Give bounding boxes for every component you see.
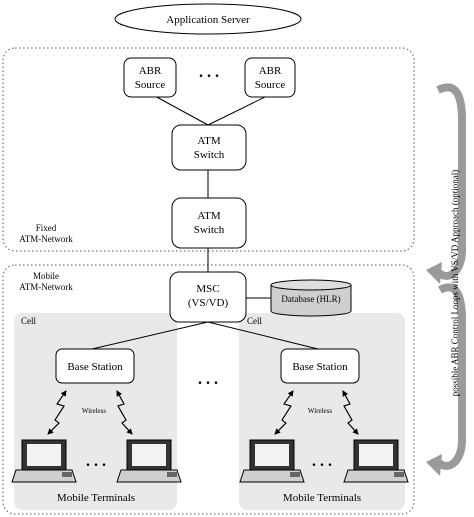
- fixed-network-label-line1: Fixed: [36, 223, 57, 233]
- cell-right-label: Cell: [247, 316, 262, 326]
- abr-source-left-line1: ABR: [139, 65, 162, 77]
- application-server-label: Application Server: [166, 14, 250, 26]
- mobile-terminals-left-label: Mobile Terminals: [57, 492, 135, 504]
- wireless-right-label: Wireless: [308, 407, 332, 415]
- atm-switch-bottom-node[interactable]: [171, 197, 247, 249]
- base-station-left-label: Base Station: [67, 361, 123, 373]
- base-station-right-label: Base Station: [292, 361, 348, 373]
- abr-source-right-line1: ABR: [259, 65, 282, 77]
- database-node[interactable]: [270, 279, 352, 317]
- wireless-links: [47, 390, 359, 435]
- cell-ellipsis: . . .: [198, 371, 218, 388]
- laptop-icon[interactable]: [11, 439, 77, 483]
- connector-lines: [91, 94, 319, 350]
- cell-left-label: Cell: [21, 316, 36, 326]
- atm-switch-top-node[interactable]: [171, 124, 247, 171]
- abr-source-left-node[interactable]: [123, 57, 177, 98]
- terminal-ellipsis-right: . . .: [312, 453, 332, 470]
- fixed-network-label-line2: ATM-Network: [19, 234, 73, 244]
- mobile-network-label-line2: ATM-Network: [19, 282, 73, 292]
- control-loop-upper-icon: [426, 83, 466, 284]
- atm-switch-bottom-line1: ATM: [197, 210, 220, 222]
- abr-source-ellipsis: . . .: [199, 64, 219, 81]
- atm-switch-top-line2: Switch: [194, 149, 225, 161]
- laptop-icon[interactable]: [343, 439, 409, 483]
- laptop-icon[interactable]: [239, 439, 305, 483]
- terminal-ellipsis-left: . . .: [86, 453, 106, 470]
- laptop-icon[interactable]: [116, 439, 182, 483]
- abr-source-left-line2: Source: [135, 79, 166, 91]
- mobile-terminals-right-label: Mobile Terminals: [283, 492, 361, 504]
- msc-line1: MSC: [196, 283, 219, 295]
- atm-switch-bottom-line2: Switch: [194, 224, 225, 236]
- abr-source-right-line2: Source: [255, 79, 286, 91]
- mobile-network-label-line1: Mobile: [33, 271, 59, 281]
- control-loop-lower-icon: [426, 283, 466, 476]
- base-station-left-node[interactable]: [55, 348, 135, 384]
- database-label: Database (HLR): [281, 294, 340, 304]
- wireless-left-label: Wireless: [82, 407, 106, 415]
- base-station-right-node[interactable]: [280, 348, 360, 384]
- side-caption: possible ABR Control Loops with VS/VD Ap…: [450, 170, 460, 397]
- msc-line2: (VS/VD): [188, 297, 229, 309]
- atm-switch-top-line1: ATM: [197, 135, 220, 147]
- msc-node[interactable]: [169, 271, 247, 323]
- abr-source-right-node[interactable]: [244, 57, 296, 98]
- application-server-node[interactable]: [114, 3, 302, 35]
